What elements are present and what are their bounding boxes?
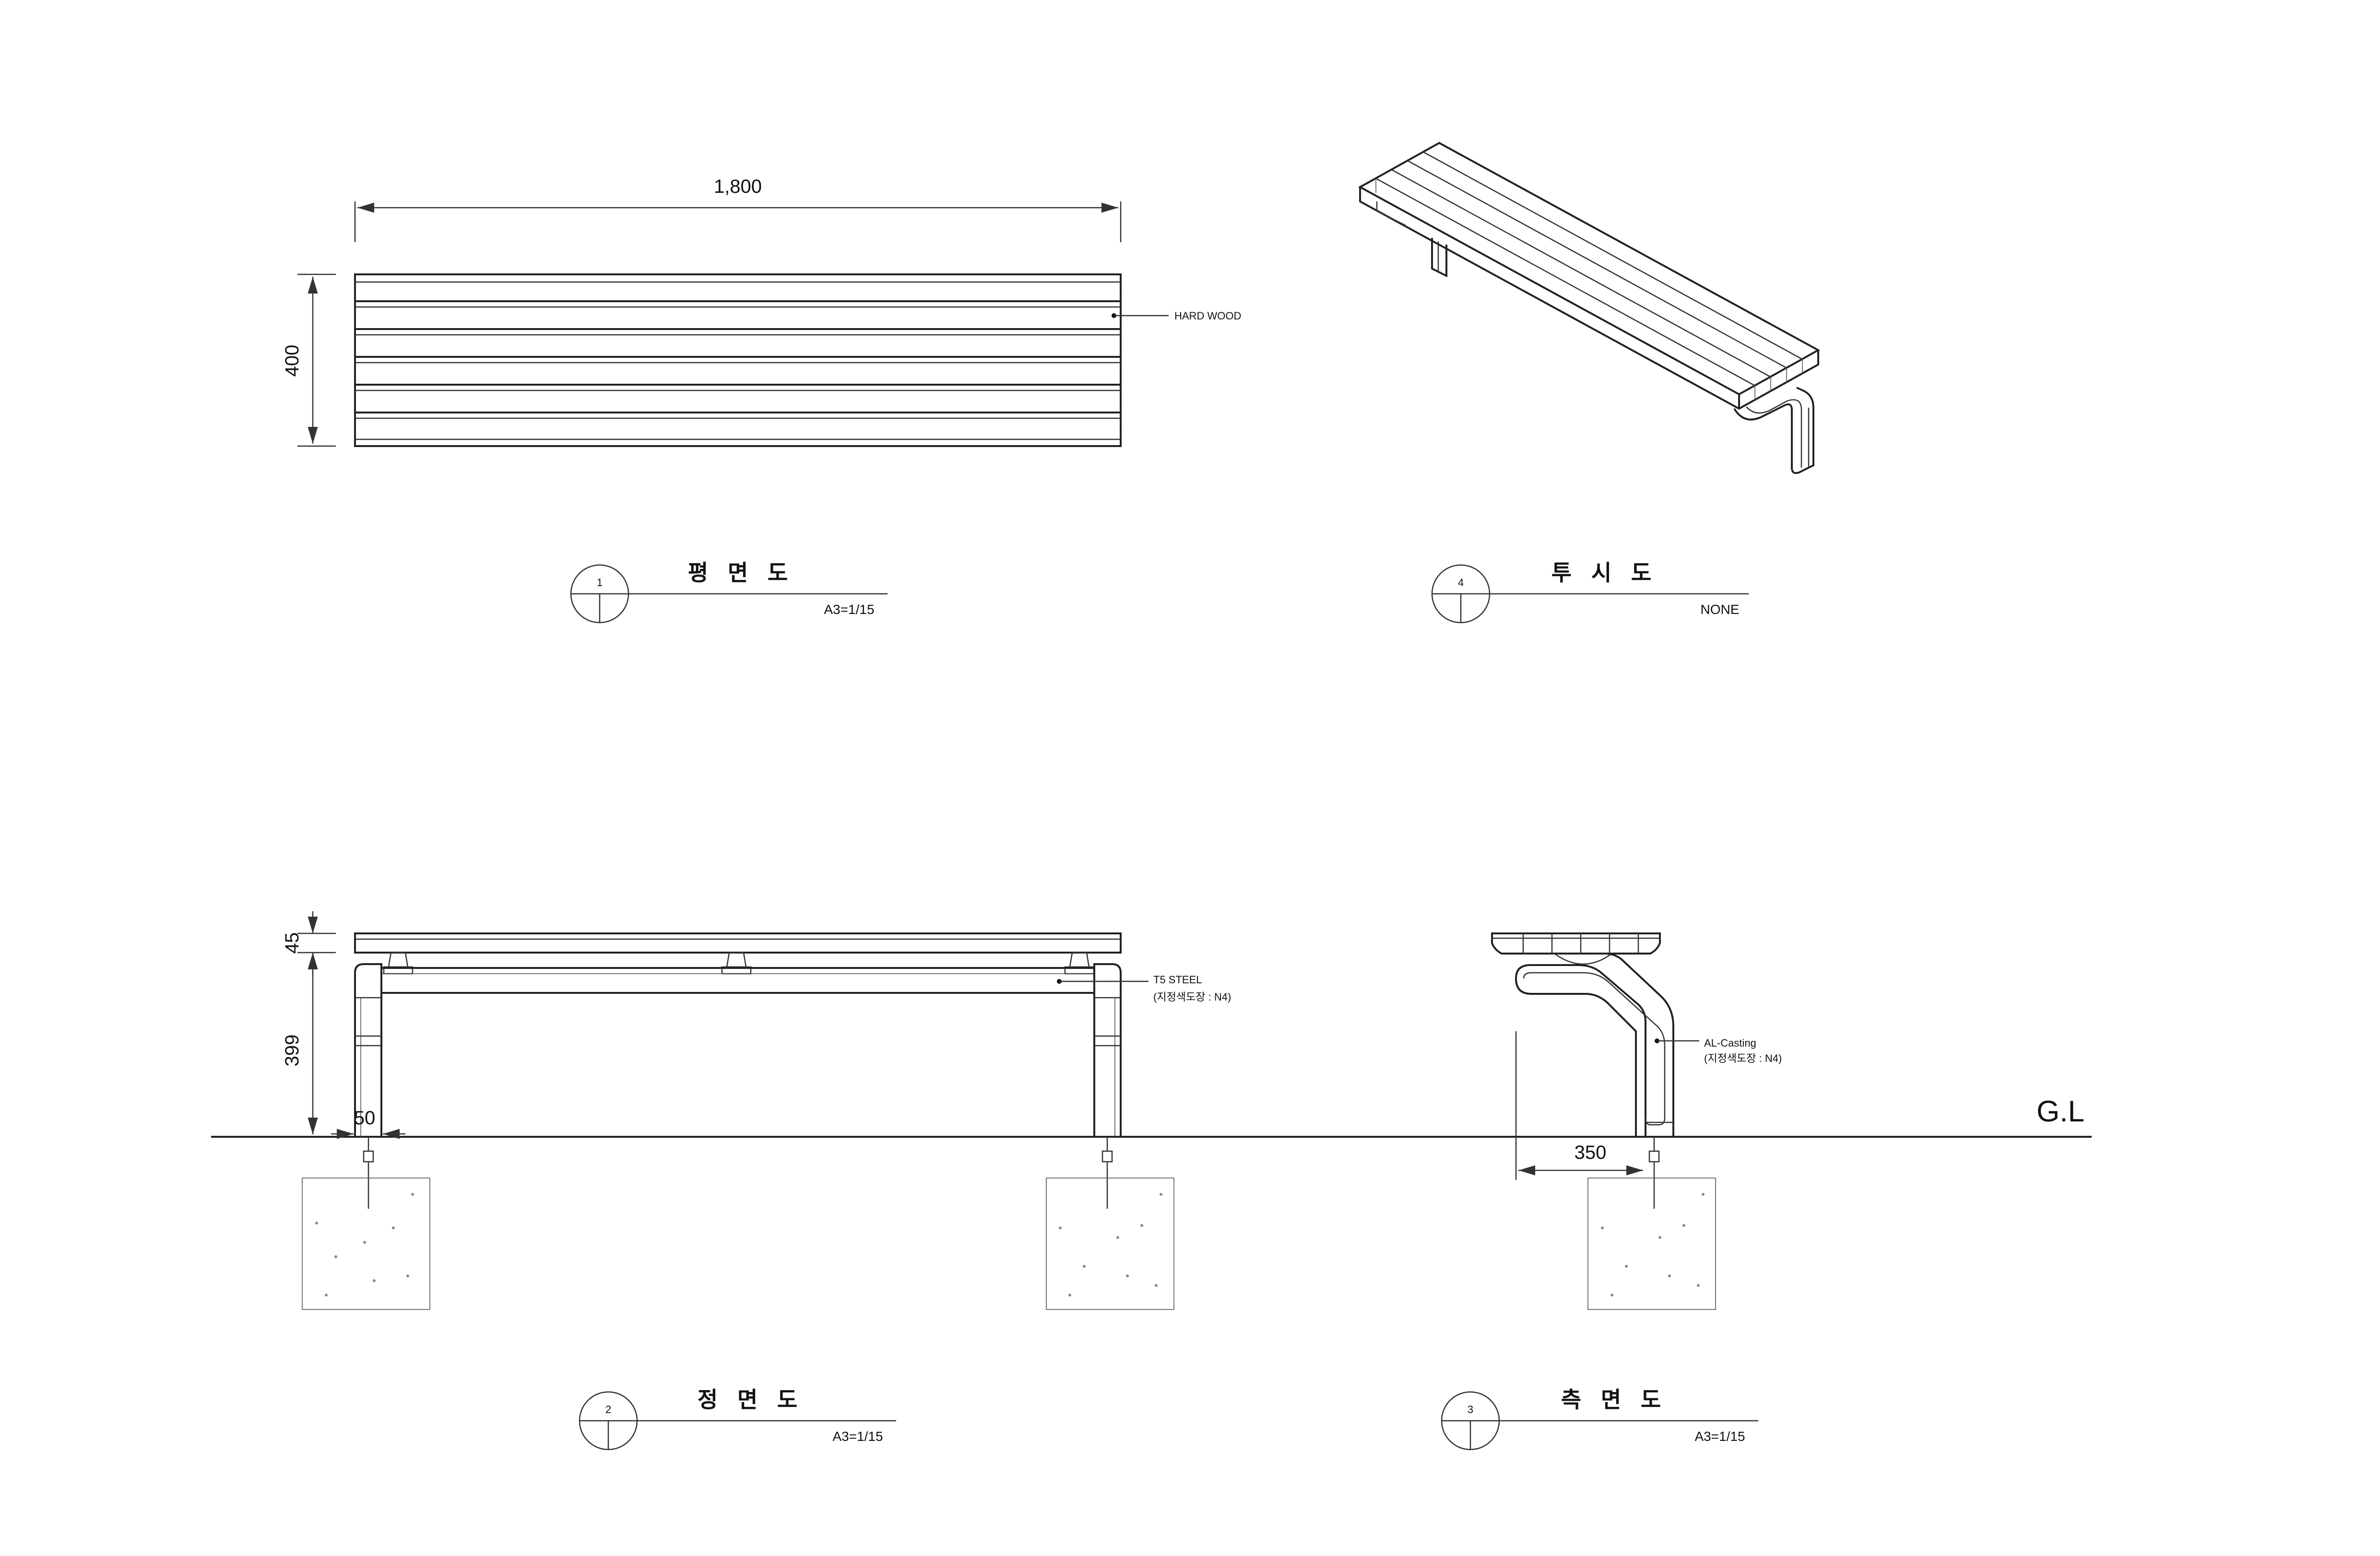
front-frame-note-2: (지정색도장 : N4) — [1153, 991, 1231, 1003]
front-right-footing — [1046, 1178, 1174, 1310]
perspective-title-block: 4 투 시 도 NONE — [1431, 560, 1749, 624]
perspective-seat-top — [1358, 141, 1821, 396]
front-view: 45 399 50 T5 STEEL (지정색도장 : N4) — [282, 911, 1231, 1310]
perspective-title: 투 시 도 — [1551, 560, 1658, 585]
perspective-number: 4 — [1458, 577, 1464, 589]
front-scale: A3=1/15 — [832, 1429, 883, 1444]
side-number: 3 — [1468, 1403, 1473, 1415]
front-height-dim-label: 399 — [282, 1035, 303, 1067]
perspective-scale: NONE — [1701, 602, 1740, 617]
front-left-footing — [302, 1178, 430, 1310]
front-anchors — [363, 1137, 1113, 1209]
plan-scale: A3=1/15 — [824, 602, 874, 617]
front-frame-beam — [380, 967, 1095, 994]
side-seat-slats — [1492, 933, 1660, 954]
side-title-block: 3 측 면 도 A3=1/15 — [1441, 1387, 1758, 1450]
side-leg-note-1: AL-Casting — [1704, 1037, 1756, 1049]
front-top-dim-label: 45 — [282, 932, 303, 954]
ground-line-label: G.L — [2037, 1095, 2084, 1128]
plan-seat-outline — [354, 273, 1122, 447]
side-title: 측 면 도 — [1561, 1387, 1668, 1412]
front-title: 정 면 도 — [698, 1387, 805, 1412]
side-scale: A3=1/15 — [1694, 1429, 1745, 1444]
front-footings — [302, 1178, 1174, 1310]
perspective-view — [1358, 141, 1821, 474]
plan-slats — [355, 281, 1121, 440]
plan-length-label: 1,800 — [714, 176, 762, 197]
plan-title-block: 1 평 면 도 A3=1/15 — [570, 560, 888, 624]
plan-number: 1 — [597, 577, 603, 589]
side-view: 350 AL-Casting (지정색도장 : N4) — [1491, 932, 1782, 1310]
front-number: 2 — [605, 1403, 611, 1415]
side-leg-note-2: (지정색도장 : N4) — [1704, 1052, 1782, 1064]
plan-view: 1,800 400 HARD WOOD — [282, 176, 1241, 447]
plan-material-note: HARD WOOD — [1174, 310, 1241, 322]
front-seat — [354, 932, 1122, 954]
plan-title: 평 면 도 — [688, 560, 795, 585]
perspective-front-leg — [1733, 387, 1814, 474]
perspective-rear-leg — [1376, 201, 1447, 278]
side-leg-inner — [1523, 972, 1666, 1126]
front-frame-note-1: T5 STEEL — [1153, 974, 1202, 986]
front-title-block: 2 정 면 도 A3=1/15 — [579, 1387, 896, 1450]
front-brackets — [383, 952, 1095, 975]
front-leg-dim-label: 50 — [354, 1108, 376, 1129]
side-leg-outer — [1515, 964, 1646, 1137]
perspective-slats — [1375, 151, 1803, 400]
side-leg-back — [1604, 953, 1674, 1137]
front-left-leg — [354, 963, 382, 1137]
plan-width-label: 400 — [282, 345, 303, 377]
front-right-leg — [1093, 963, 1122, 1137]
side-footing — [1587, 1178, 1716, 1310]
side-depth-label: 350 — [1575, 1142, 1607, 1163]
side-seat-profile — [1491, 932, 1661, 955]
